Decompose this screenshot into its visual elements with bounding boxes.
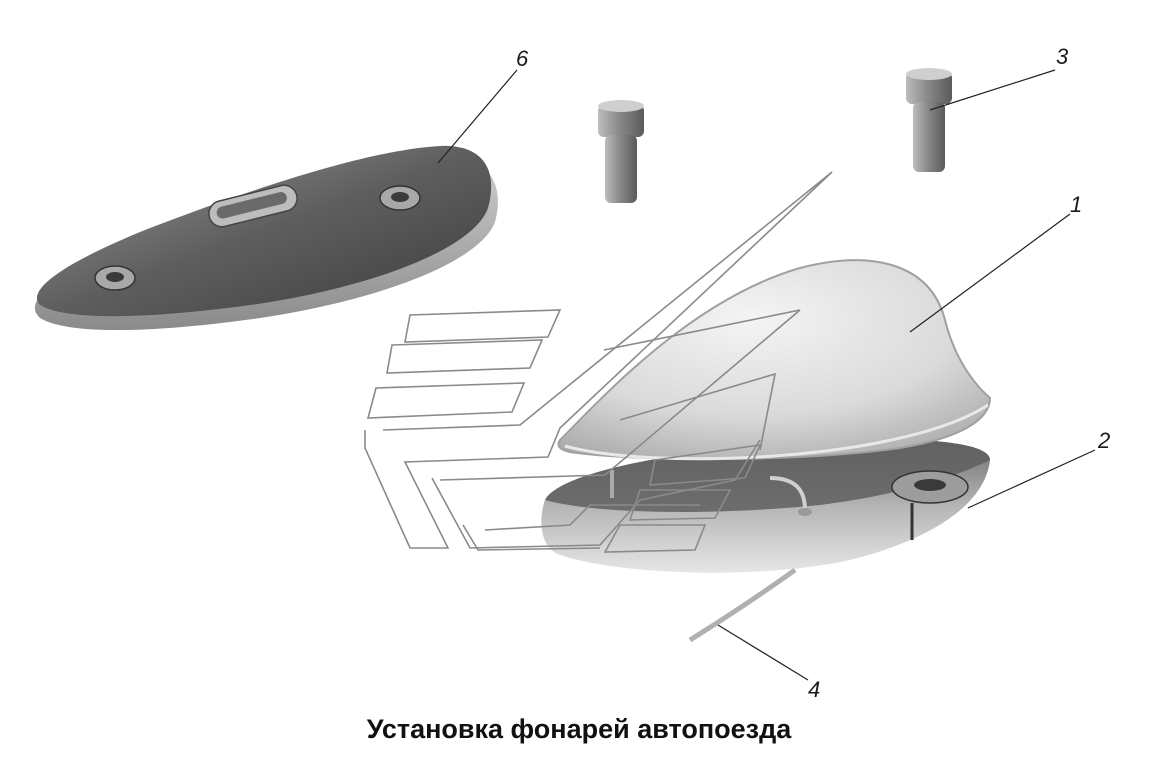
bolt-left (598, 100, 644, 203)
leader-line-2 (967, 449, 1096, 509)
reflector-outline (364, 171, 833, 553)
callout-1: 1 (1070, 192, 1082, 217)
leader-line-4 (717, 624, 809, 681)
lamp-housing-part-2 (541, 439, 990, 573)
diagram-caption: Установка фонарей автопоезда (366, 714, 792, 744)
callout-2: 2 (1097, 428, 1110, 453)
callout-3: 3 (1056, 44, 1069, 69)
leader-line-6 (437, 69, 518, 164)
mounting-plate-part-6 (34, 145, 498, 331)
bolt-right-part-3 (906, 68, 952, 172)
leader-line-3 (929, 69, 1056, 111)
leader-lines (437, 69, 1096, 681)
callout-6: 6 (516, 46, 529, 71)
cable-part-4 (688, 567, 797, 643)
leader-line-1 (909, 213, 1071, 333)
callout-4: 4 (808, 677, 820, 702)
lamp-lens-part-1 (557, 259, 992, 461)
